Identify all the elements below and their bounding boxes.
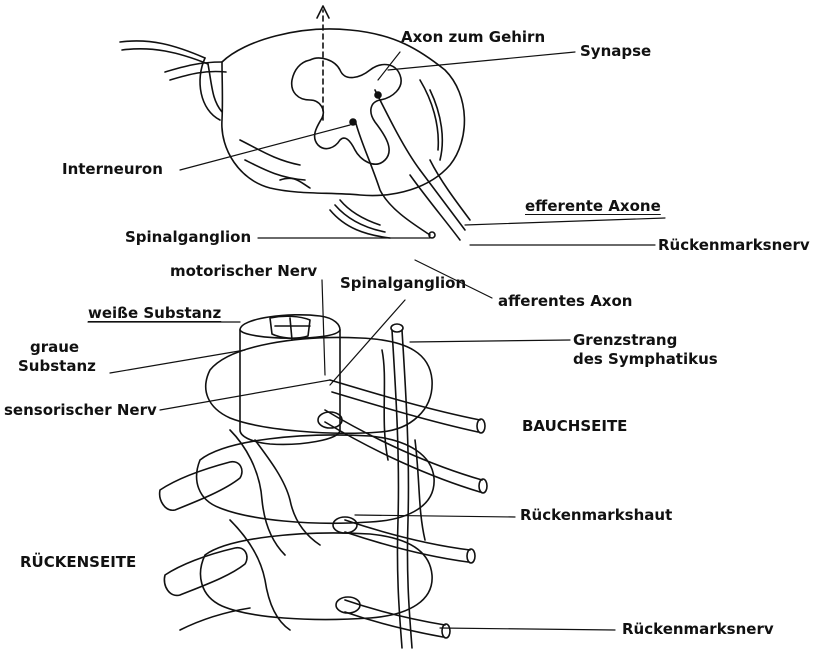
label-spinalganglion-top: Spinalganglion — [125, 228, 251, 246]
label-graue-line1: graue — [30, 338, 79, 356]
label-grenzstrang-line1: Grenzstrang — [573, 331, 677, 349]
label-synapse: Synapse — [580, 42, 651, 60]
label-spinalganglion-mid: Spinalganglion — [340, 274, 466, 292]
label-rueckenmarksnerv-top: Rückenmarksnerv — [658, 236, 810, 254]
label-motorischer-nerv: motorischer Nerv — [170, 262, 317, 280]
label-axon-zum-gehirn: Axon zum Gehirn — [401, 28, 545, 46]
label-rueckenseite: RÜCKENSEITE — [20, 553, 136, 571]
label-sensorischer-nerv: sensorischer Nerv — [4, 401, 157, 419]
label-afferentes-axon: afferentes Axon — [498, 292, 632, 310]
label-interneuron: Interneuron — [62, 160, 163, 178]
label-graue-line2: Substanz — [18, 357, 96, 375]
label-rueckenmarksnerv-bottom: Rückenmarksnerv — [622, 620, 774, 638]
label-efferente-axone: efferente Axone — [525, 197, 661, 215]
label-bauchseite: BAUCHSEITE — [522, 417, 627, 435]
label-weisse-substanz: weiße Substanz — [88, 304, 221, 322]
label-grenzstrang-line2: des Symphatikus — [573, 350, 718, 368]
label-rueckenmarkshaut: Rückenmarkshaut — [520, 506, 672, 524]
vertebral-column-illustration — [160, 315, 487, 648]
